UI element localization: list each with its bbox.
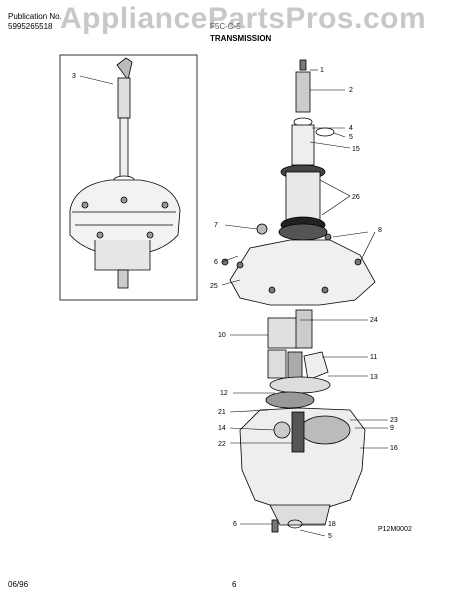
callout-7: 7	[214, 222, 218, 229]
callout-6: 6	[214, 259, 218, 266]
callout-5: 5	[349, 134, 353, 141]
inset-transmission-sketch	[69, 57, 181, 289]
callout-25: 25	[210, 283, 218, 290]
inset-callout: 3	[72, 73, 76, 80]
callout-4: 4	[349, 125, 353, 132]
watermark: AppliancePartsPros.com	[60, 2, 427, 35]
publication-label: Publication No.	[8, 12, 62, 21]
callout-26: 26	[352, 194, 360, 201]
callout-24: 24	[370, 317, 378, 324]
callout-11: 11	[370, 354, 377, 361]
callout-15: 15	[352, 146, 360, 153]
footer-page: 6	[232, 580, 237, 589]
callout-21: 21	[218, 409, 226, 416]
main-transmission-drawing	[221, 59, 376, 533]
callout-2: 2	[349, 87, 353, 94]
callout-12: 12	[220, 390, 228, 397]
callout-18: 18	[328, 521, 336, 528]
publication-number: 5995265518	[8, 22, 53, 31]
model-fragment: F5C-C-5	[210, 22, 241, 31]
callout-6-bottom: 6	[233, 521, 237, 528]
section-title: TRANSMISSION	[210, 34, 272, 43]
callout-14: 14	[218, 425, 226, 432]
callout-23: 23	[390, 417, 398, 424]
callout-1: 1	[320, 67, 324, 74]
inset-frame	[59, 54, 198, 301]
callout-13: 13	[370, 374, 378, 381]
callout-numbers: 1 2 4 5 15 26 7 8 6 25 24 10 11 13 12 21…	[210, 67, 398, 540]
leader-lines	[221, 69, 388, 537]
callout-10: 10	[218, 332, 226, 339]
callout-5-bottom: 5	[328, 533, 332, 540]
footer-date: 06/96	[8, 580, 29, 589]
callout-22: 22	[218, 441, 226, 448]
diagram-code: P12M0002	[378, 526, 412, 533]
callout-9: 9	[390, 425, 394, 432]
callout-16: 16	[390, 445, 398, 452]
callout-8: 8	[378, 227, 382, 234]
